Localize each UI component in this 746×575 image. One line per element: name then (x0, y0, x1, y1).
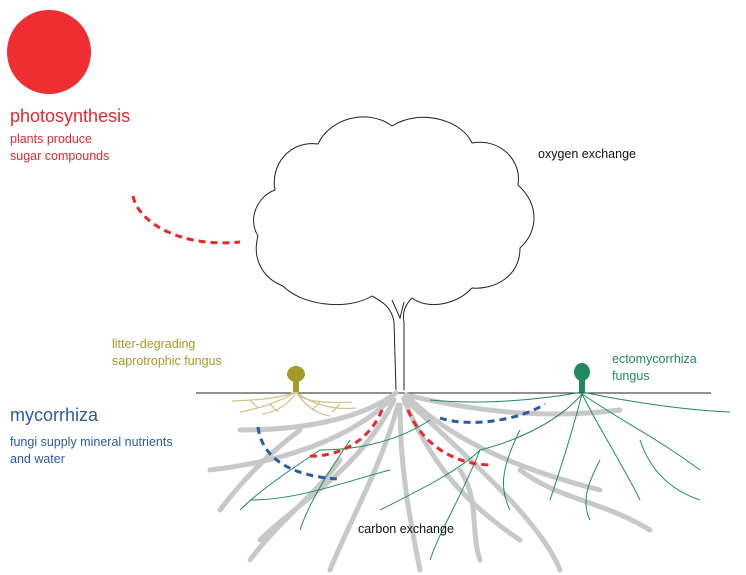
ectomycorrhiza-mushroom-icon (574, 363, 590, 392)
photosynthesis-line-1: plants produce (10, 132, 93, 146)
oxygen-exchange-label: oxygen exchange (538, 147, 636, 161)
saprotrophic-mushroom-icon (287, 366, 305, 392)
tree-roots (207, 390, 653, 573)
mycorrhiza-line-1: fungi supply mineral nutrients (10, 435, 173, 449)
sun-icon (7, 10, 91, 94)
ectomycorrhiza-hyphae (239, 391, 731, 561)
photosynthesis-line-2: sugar compounds (10, 149, 110, 163)
photosynthesis-title: photosynthesis (10, 106, 131, 126)
tree-icon (253, 116, 535, 391)
ectomycorrhiza-line-1: ectomycorrhiza (612, 352, 697, 366)
mycorrhiza-line-2: and water (10, 452, 65, 466)
saprotrophic-line-1: litter-degrading (112, 337, 196, 351)
mycorrhiza-title: mycorrhiza (10, 405, 99, 425)
nutrient-flow-arrows (256, 402, 546, 481)
saprotrophic-hyphae (231, 391, 357, 417)
tree-crown (253, 116, 535, 306)
ectomycorrhiza-line-2: fungus (612, 369, 650, 383)
tree-trunk (371, 295, 413, 391)
carbon-exchange-label: carbon exchange (358, 522, 454, 536)
saprotrophic-line-2: saprotrophic fungus (112, 354, 222, 368)
carbon-flow-arrows (131, 195, 493, 467)
